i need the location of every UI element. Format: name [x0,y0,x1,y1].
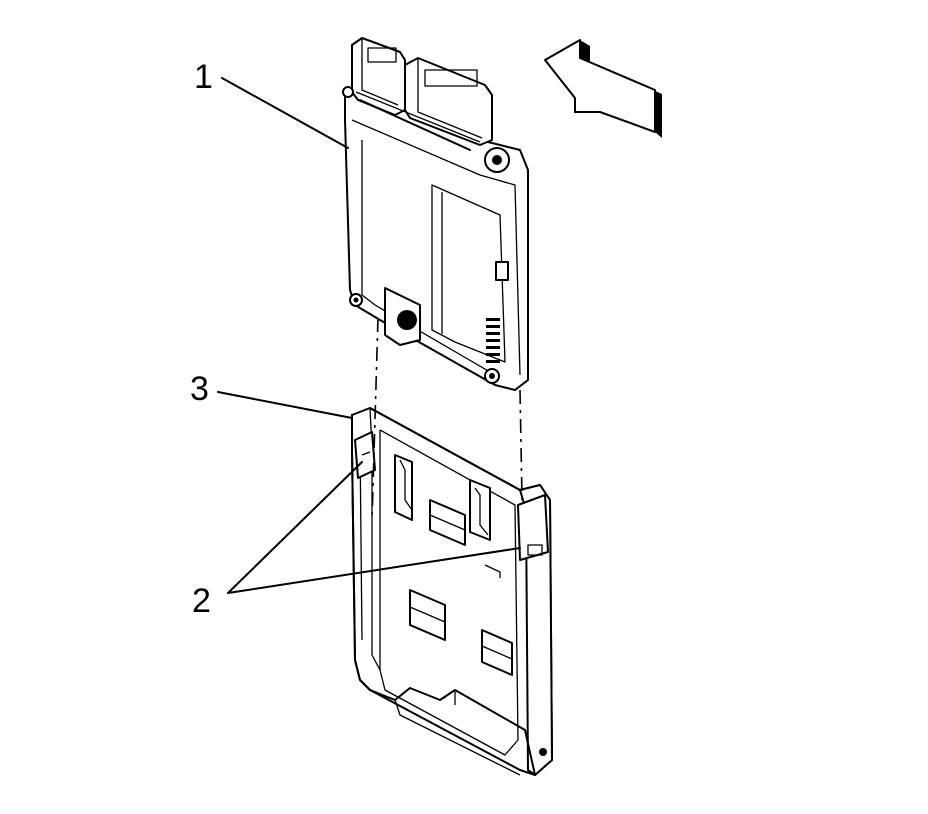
callout-module: 1 [194,58,213,96]
leader-lines [217,77,521,594]
callout-bracket: 3 [190,370,209,408]
view-direction-arrow-icon [544,39,662,138]
alignment-lines [371,317,523,521]
control-module [342,37,529,391]
callout-clips: 2 [192,582,211,620]
vent-slots [486,318,500,363]
retaining-clips [354,431,549,561]
mounting-bracket [351,407,553,776]
